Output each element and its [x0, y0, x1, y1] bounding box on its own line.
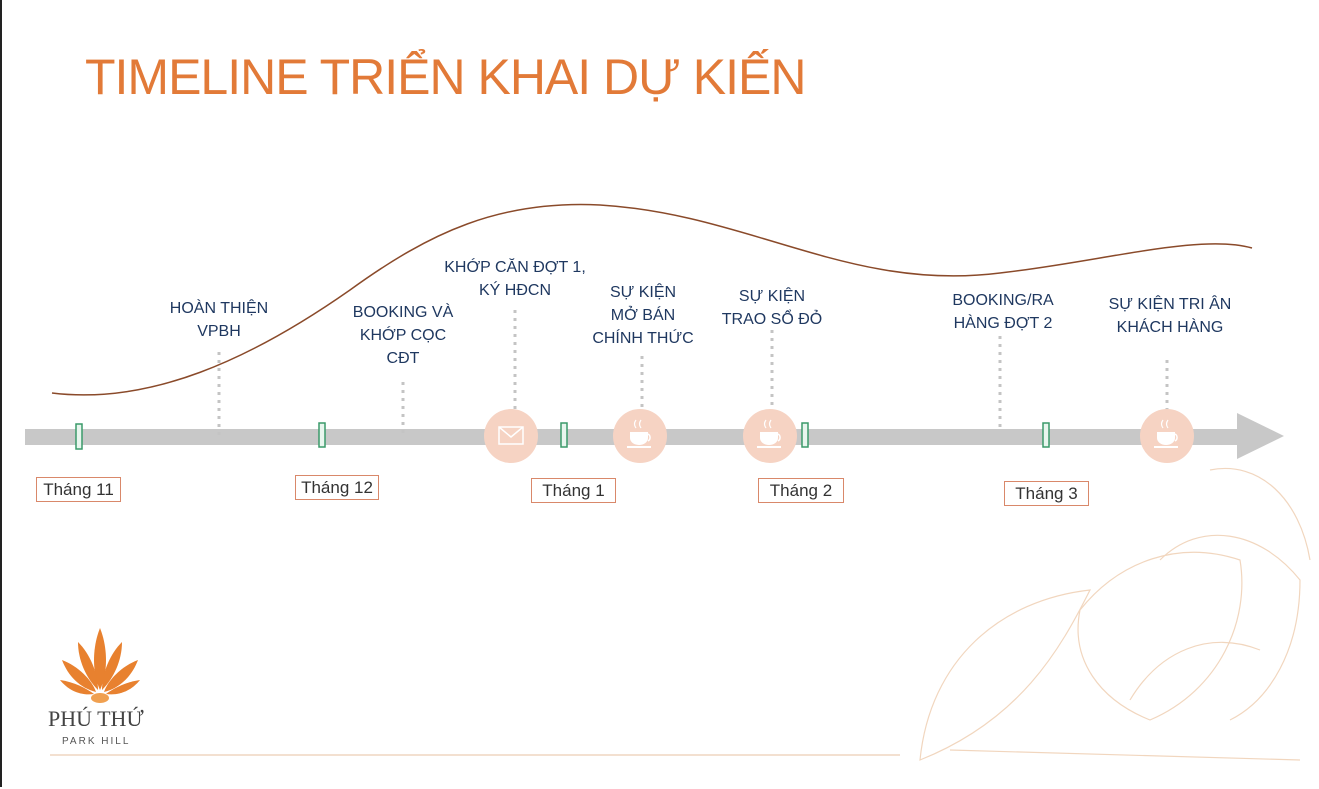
event-label: SỰ KIỆN MỞ BÁN CHÍNH THỨC: [592, 281, 693, 350]
event-label-line: KHỚP CĂN ĐỢT 1,: [444, 259, 586, 276]
month-tick: [1042, 422, 1050, 448]
event-label-line: BOOKING VÀ: [352, 304, 454, 321]
event-label-line: KÝ HĐCN: [478, 282, 552, 299]
event-label: KHỚP CĂN ĐỢT 1, KÝ HĐCN: [444, 256, 586, 302]
event-label-line: SỰ KIỆN TRI ÂN: [1108, 296, 1232, 313]
trend-curve: [51, 203, 1253, 396]
event-label-line: MỞ BÁN: [610, 307, 676, 324]
timeline-arrowhead: [1237, 413, 1284, 459]
event-label-line: TRAO SỔ ĐỎ: [721, 311, 823, 328]
lotus-decoration: [919, 467, 1311, 761]
month-label: Tháng 11: [36, 477, 121, 502]
event-label-line: KHÁCH HÀNG: [1116, 319, 1224, 336]
month-tick: [318, 422, 326, 448]
month-label: Tháng 2: [758, 478, 844, 503]
page-title: TIMELINE TRIỂN KHAI DỰ KIẾN: [85, 49, 806, 105]
coffee-cup-icon: [613, 409, 667, 463]
month-label: Tháng 12: [295, 475, 379, 500]
logo-lotus-icon: [60, 628, 140, 703]
event-label-line: SỰ KIỆN: [609, 284, 677, 301]
month-label: Tháng 1: [531, 478, 616, 503]
coffee-cup-icon: [1140, 409, 1194, 463]
event-label-line: HOÀN THIỆN: [169, 300, 269, 317]
event-label-line: KHỚP CỌC: [359, 327, 447, 344]
event-label: BOOKING/RA HÀNG ĐỢT 2: [952, 289, 1053, 335]
event-label-line: SỰ KIỆN: [738, 288, 806, 305]
event-label: SỰ KIỆN TRAO SỔ ĐỎ: [722, 285, 822, 331]
event-label: SỰ KIỆN TRI ÂN KHÁCH HÀNG: [1109, 293, 1232, 339]
event-label: HOÀN THIỆN VPBH: [170, 297, 268, 343]
event-label-line: CHÍNH THỨC: [592, 330, 694, 347]
event-label: BOOKING VÀ KHỚP CỌC CĐT: [353, 301, 453, 370]
month-label: Tháng 3: [1004, 481, 1089, 506]
logo-subtitle: PARK HILL: [62, 736, 131, 747]
month-tick: [75, 423, 83, 450]
envelope-icon: [484, 409, 538, 463]
month-tick: [560, 422, 568, 448]
event-label-line: VPBH: [197, 323, 241, 340]
connectors: [217, 310, 1169, 440]
logo-name: PHÚ THỨ: [48, 706, 144, 731]
event-label-line: HÀNG ĐỢT 2: [953, 315, 1053, 332]
event-label-line: BOOKING/RA: [952, 292, 1054, 309]
coffee-cup-icon: [743, 409, 797, 463]
event-label-line: CĐT: [386, 350, 420, 367]
month-tick: [801, 422, 809, 448]
